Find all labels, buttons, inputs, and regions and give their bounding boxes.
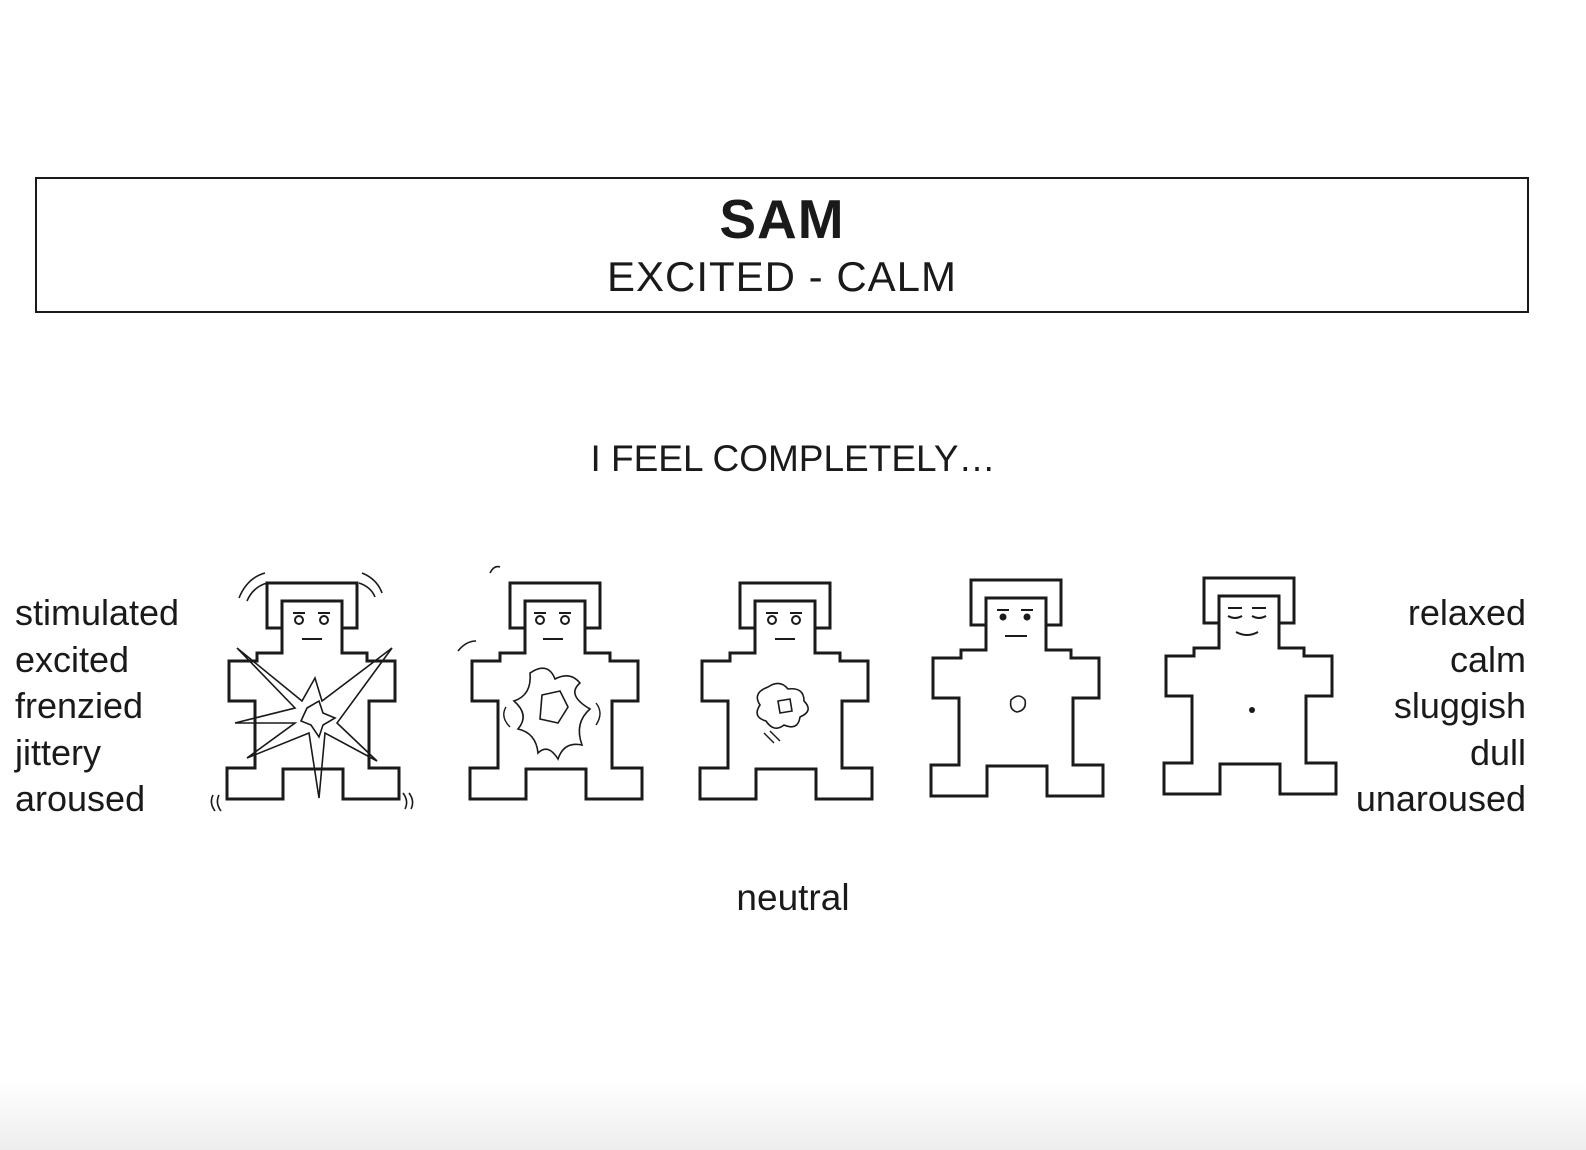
left-word: aroused — [15, 778, 146, 819]
page-subtitle: EXCITED - CALM — [606, 253, 958, 300]
right-anchor-words: relaxed calm sluggish dull unaroused — [1356, 590, 1526, 823]
prompt-text: I FEEL COMPLETELY… — [590, 438, 996, 479]
sam-figure-1-icon[interactable] — [210, 572, 414, 812]
left-word: frenzied — [15, 685, 144, 726]
right-word: calm — [1449, 638, 1526, 680]
page-title: SAM — [719, 188, 845, 250]
right-word: sluggish — [1393, 685, 1526, 726]
left-word: excited — [15, 638, 130, 680]
sam-figure-2-icon[interactable] — [457, 565, 644, 801]
sam-figure-3-icon[interactable] — [698, 581, 874, 801]
sam-figure-5-icon[interactable] — [1162, 576, 1338, 796]
bottom-shadow — [0, 1080, 1586, 1150]
sam-figure-4-icon[interactable] — [929, 578, 1105, 798]
left-word: stimulated — [15, 592, 180, 633]
left-word: jittery — [15, 731, 102, 773]
neutral-label: neutral — [736, 877, 850, 918]
right-word: dull — [1469, 731, 1526, 773]
right-word: relaxed — [1407, 592, 1526, 633]
header-box: SAM EXCITED - CALM — [35, 177, 1529, 313]
right-word: unaroused — [1355, 778, 1526, 819]
left-anchor-words: stimulated excited frenzied jittery arou… — [15, 590, 179, 823]
